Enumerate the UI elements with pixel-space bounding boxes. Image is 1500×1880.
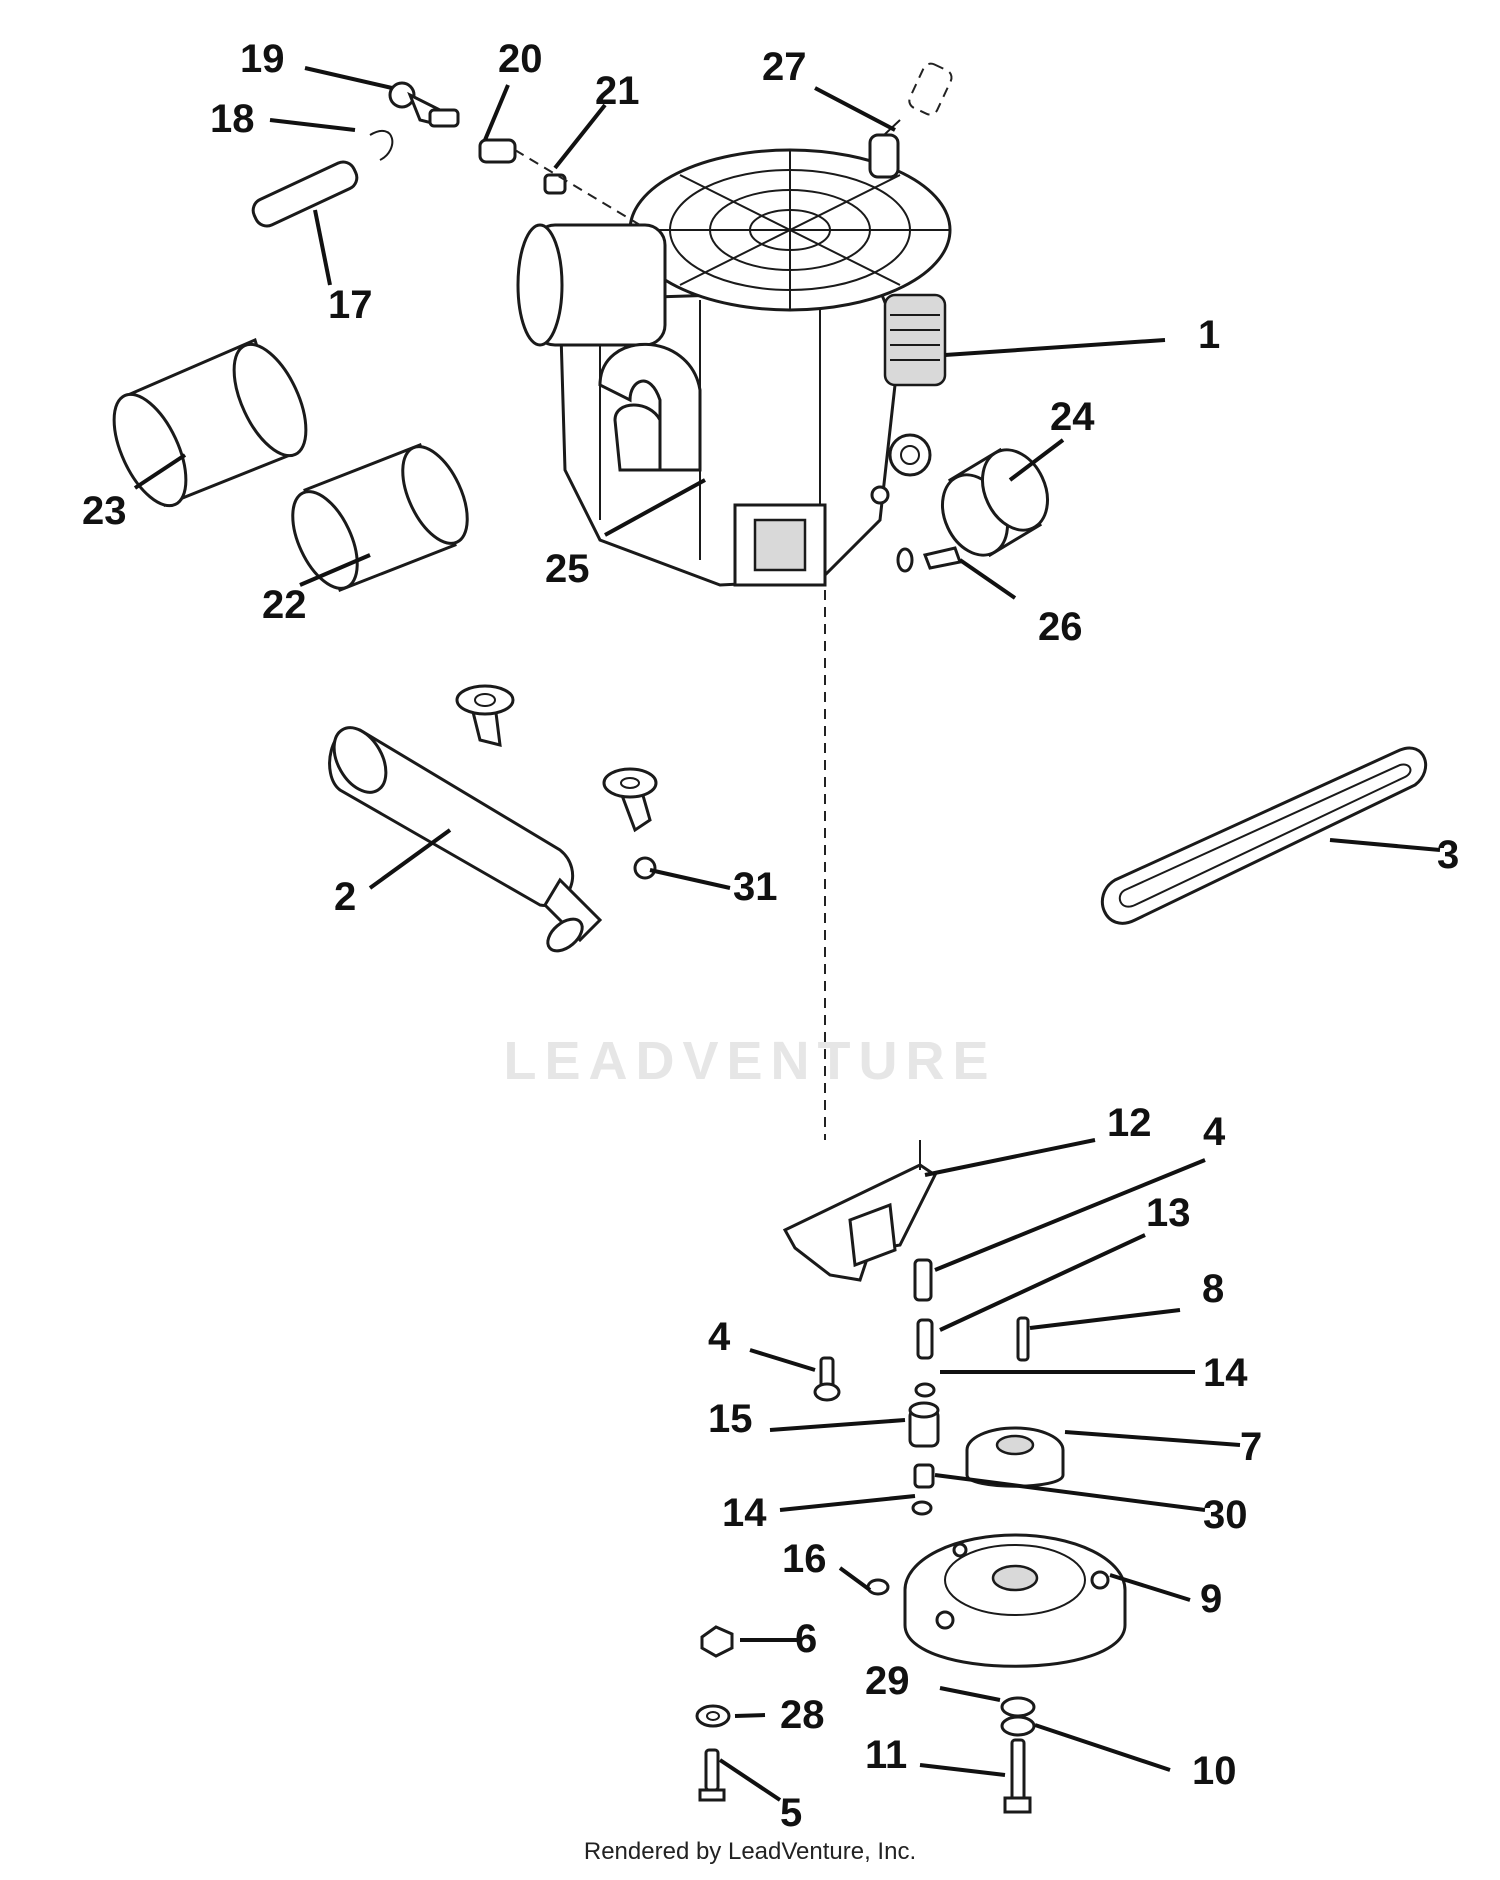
callout-13: 13 <box>1146 1191 1191 1235</box>
engine-icon <box>516 148 952 587</box>
sleeve-icon <box>112 337 469 592</box>
oil-filter-icon <box>941 447 1049 558</box>
callout-10: 10 <box>1192 1749 1237 1793</box>
callout-1: 1 <box>1198 313 1220 357</box>
callout-22: 22 <box>262 583 307 627</box>
callout-17: 17 <box>328 283 373 327</box>
callout-16: 16 <box>782 1537 827 1581</box>
callout-14-top: 14 <box>1203 1351 1248 1395</box>
drain-fitting-icon <box>896 546 962 573</box>
callout-30: 30 <box>1203 1493 1248 1537</box>
footer-credit: Rendered by LeadVenture, Inc. <box>583 1838 917 1865</box>
callout-26: 26 <box>1038 605 1083 649</box>
pulley-icon <box>965 1426 1065 1488</box>
callout-4-top: 4 <box>1203 1110 1226 1154</box>
callout-31: 31 <box>733 865 778 909</box>
callout-2: 2 <box>334 875 356 919</box>
leader-lines <box>133 66 1441 1802</box>
callout-11: 11 <box>865 1733 907 1777</box>
callout-19: 19 <box>240 37 285 81</box>
belt-icon <box>1100 746 1428 925</box>
callout-labels: 19 18 17 20 21 27 1 24 26 25 23 22 2 31 … <box>82 37 1459 1835</box>
fuel-filter-icon <box>868 62 953 179</box>
watermark: LEADVENTURE <box>503 1031 997 1091</box>
callout-20: 20 <box>498 37 543 81</box>
callout-8: 8 <box>1202 1267 1224 1311</box>
fuel-line-parts-icon <box>251 81 641 228</box>
callout-6: 6 <box>795 1617 817 1661</box>
callout-24: 24 <box>1050 395 1095 439</box>
clutch-icon <box>903 1533 1127 1668</box>
callout-18: 18 <box>210 97 255 141</box>
bracket-icon <box>782 1140 937 1282</box>
nut-icon <box>633 856 657 880</box>
callout-21: 21 <box>595 69 640 113</box>
callout-15: 15 <box>708 1397 753 1441</box>
callout-28: 28 <box>780 1693 825 1737</box>
callout-5: 5 <box>780 1791 802 1835</box>
callout-9: 9 <box>1200 1577 1222 1621</box>
callout-27: 27 <box>762 45 807 89</box>
callout-14-left: 14 <box>722 1491 767 1535</box>
callout-29: 29 <box>865 1659 910 1703</box>
hardware-icon <box>695 1258 1036 1814</box>
callout-23: 23 <box>82 489 127 533</box>
callout-3: 3 <box>1437 833 1459 877</box>
callout-4-left: 4 <box>708 1315 731 1359</box>
callout-25: 25 <box>545 547 590 591</box>
callout-12: 12 <box>1107 1101 1152 1145</box>
muffler-icon <box>328 684 658 953</box>
callout-7: 7 <box>1240 1425 1262 1469</box>
